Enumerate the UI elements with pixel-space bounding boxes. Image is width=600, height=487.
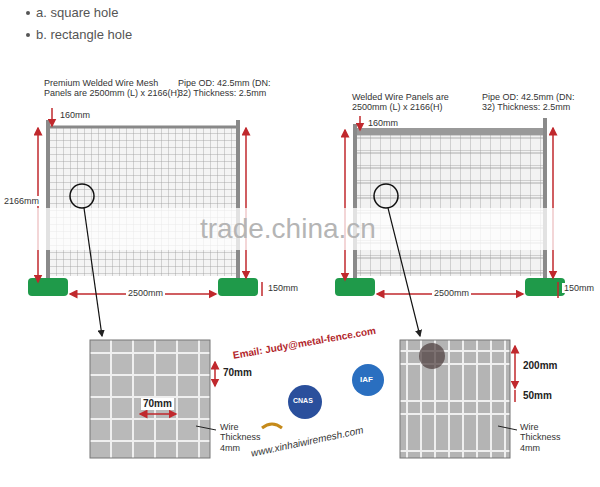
logo-text: IAF	[360, 375, 373, 384]
wire-note: Wire Thickness 4mm	[520, 422, 580, 453]
list-item: a. square hole	[36, 6, 118, 21]
logo-text: CNAS	[293, 397, 313, 405]
dimension: 160mm	[366, 118, 400, 128]
dimension: 2500mm	[432, 288, 471, 298]
contact-email: Email: Judy@metal-fence.com	[232, 325, 377, 361]
dimension: 150mm	[266, 283, 300, 293]
dimension: 200mm	[521, 360, 559, 372]
dimension: 2166mm	[2, 196, 41, 206]
panel-note: Welded Wire Panels are 2500mm (L) x 2166…	[352, 92, 478, 113]
pipe-note: Pipe OD: 42.5mm (DN: 32) Thickness: 2.5m…	[482, 92, 582, 113]
list-item: b. rectangle hole	[36, 28, 132, 43]
pipe-note: Pipe OD: 42.5mm (DN: 32) Thickness: 2.5m…	[178, 78, 278, 99]
dimension: 150mm	[562, 283, 596, 293]
website: www.xinhaiwiremesh.com	[250, 424, 364, 459]
dimension: 2500mm	[126, 288, 165, 298]
dimension: 70mm	[141, 398, 174, 410]
watermark: trade.china.cn	[200, 213, 376, 245]
dimension: 50mm	[521, 390, 554, 402]
dimension: 70mm	[221, 367, 254, 379]
dimension: 160mm	[58, 110, 92, 120]
panel-note: Premium Welded Wire Mesh Panels are 2500…	[44, 78, 184, 99]
